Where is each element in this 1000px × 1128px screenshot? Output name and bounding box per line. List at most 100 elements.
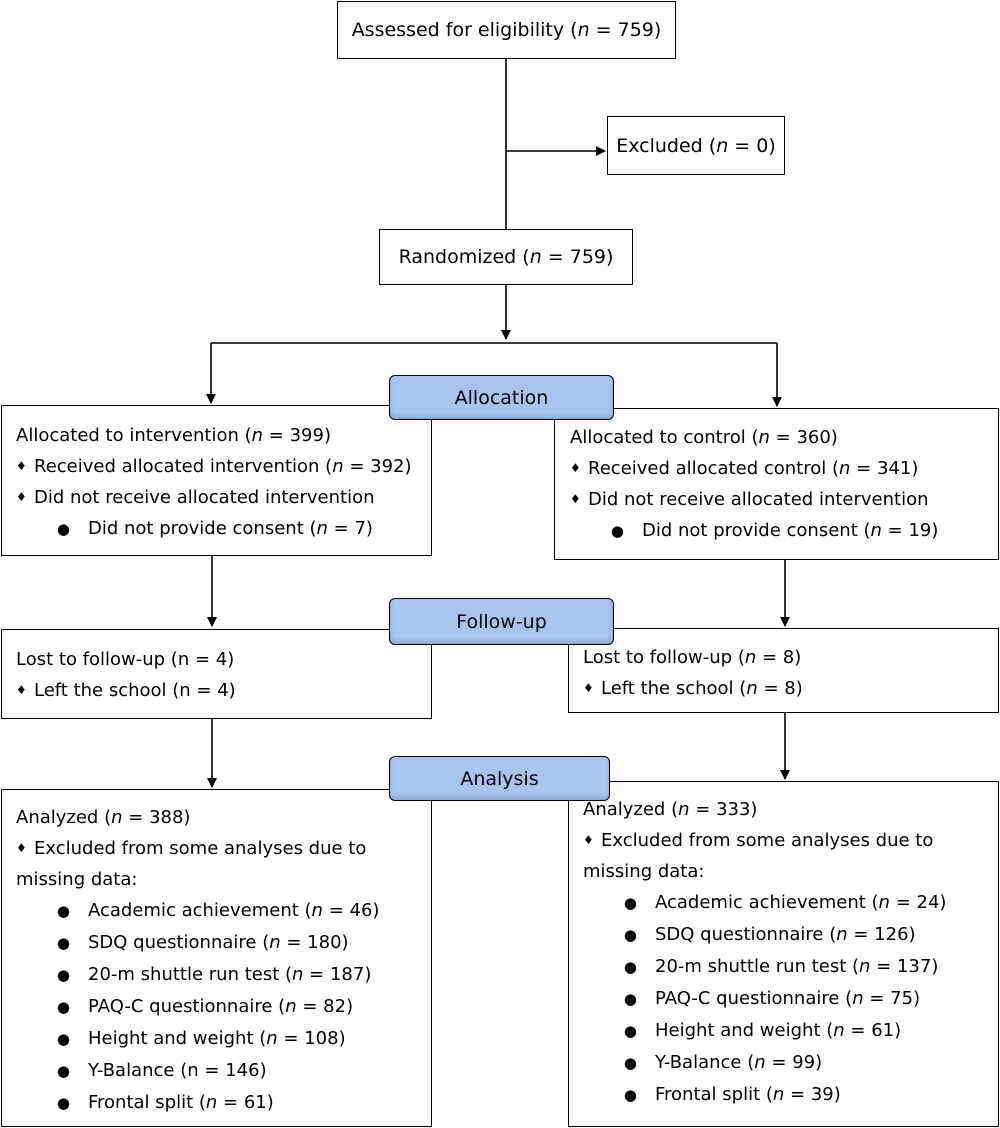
control-analysis-box [568, 781, 999, 1127]
control-analysis-text: Analyzed (n = 333) ♦Excluded from some a… [583, 794, 946, 1111]
control-left-line: ♦Left the school (n = 8) [583, 673, 803, 704]
diamond-bullet-icon: ♦ [570, 492, 581, 506]
missing-data-count: 75 [890, 988, 914, 1009]
control-followup-text: Lost to follow-up (n = 8) ♦Left the scho… [583, 642, 803, 704]
intervention-followup-box [1, 629, 432, 719]
intervention-left-line: ♦Left the school (n = 4) [16, 675, 236, 706]
diamond-bullet-icon: ♦ [583, 833, 594, 847]
missing-data-count: 61 [871, 1020, 895, 1041]
missing-data-item: ●Y-Balance (n = 99) [583, 1047, 946, 1079]
missing-data-count: 46 [349, 900, 373, 921]
control-followup-box [568, 628, 999, 713]
missing-data-label: 20-m shuttle run test [655, 956, 847, 977]
intervention-allocated-line: Allocated to intervention (n = 399) [16, 425, 331, 446]
missing-data-item: ●Frontal split (n = 61) [16, 1087, 379, 1119]
dot-bullet-icon: ● [56, 520, 70, 538]
intervention-analysis-text: Analyzed (n = 388) ♦Excluded from some a… [16, 802, 379, 1119]
missing-data-count: 126 [874, 924, 909, 945]
missing-data-count: 24 [916, 892, 940, 913]
missing-data-item: ●SDQ questionnaire (n = 180) [16, 927, 379, 959]
diamond-bullet-icon: ♦ [16, 683, 27, 697]
missing-data-label: PAQ-C questionnaire [655, 988, 840, 1009]
missing-data-count: 82 [323, 996, 347, 1017]
missing-data-item: ●20-m shuttle run test (n = 187) [16, 959, 379, 991]
dot-bullet-icon: ● [610, 522, 624, 540]
diamond-bullet-icon: ♦ [16, 459, 27, 473]
intervention-excluded-line: ♦Excluded from some analyses due to [16, 833, 379, 864]
assessed-label: Assessed for eligibility (n = 759) [351, 19, 662, 41]
stage-follow-up-label: Follow-up [456, 610, 547, 633]
control-excluded-line-2: missing data: [583, 861, 705, 882]
dot-bullet-icon: ● [56, 902, 70, 920]
control-allocation-text: Allocated to control (n = 360) ♦Received… [570, 422, 938, 547]
diamond-bullet-icon: ♦ [570, 461, 581, 475]
dot-bullet-icon: ● [623, 1054, 637, 1072]
control-received-line: ♦Received allocated control (n = 341) [570, 453, 938, 484]
missing-data-count: 180 [307, 932, 342, 953]
intervention-missing-list: ●Academic achievement (n = 46)●SDQ quest… [16, 895, 380, 1119]
stage-follow-up: Follow-up [389, 598, 614, 645]
missing-data-item: ●Academic achievement (n = 46) [16, 895, 380, 927]
missing-data-count: 99 [792, 1052, 816, 1073]
intervention-followup-text: Lost to follow-up (n = 4) ♦Left the scho… [16, 644, 236, 706]
intervention-allocation-box [1, 405, 432, 556]
missing-data-item: ●Height and weight (n = 61) [583, 1015, 946, 1047]
missing-data-item: ●Frontal split (n = 39) [583, 1079, 946, 1111]
missing-data-label: Height and weight [655, 1020, 821, 1041]
intervention-excluded-line-2: missing data: [16, 869, 138, 890]
dot-bullet-icon: ● [623, 990, 637, 1008]
intervention-received-line: ♦Received allocated intervention (n = 39… [16, 451, 412, 482]
control-not-received-line: ♦Did not receive allocated intervention [570, 484, 938, 515]
control-lost-line: Lost to follow-up (n = 8) [583, 647, 802, 668]
intervention-analysis-box [1, 789, 432, 1127]
missing-data-label: Frontal split [88, 1092, 194, 1113]
randomized-box: Randomized (n = 759) [379, 229, 633, 285]
missing-data-count: 146 [225, 1060, 260, 1081]
excluded-box: Excluded (n = 0) [607, 116, 785, 175]
missing-data-label: Y-Balance [655, 1052, 742, 1073]
missing-data-item: ●SDQ questionnaire (n = 126) [583, 919, 946, 951]
dot-bullet-icon: ● [56, 998, 70, 1016]
missing-data-label: 20-m shuttle run test [88, 964, 280, 985]
missing-data-label: PAQ-C questionnaire [88, 996, 273, 1017]
missing-data-count: 187 [329, 964, 365, 985]
control-no-consent-line: ●Did not provide consent (n = 19) [570, 515, 939, 547]
missing-data-count: 108 [304, 1028, 339, 1049]
missing-data-count: 39 [810, 1084, 834, 1105]
missing-data-label: Academic achievement [88, 900, 299, 921]
dot-bullet-icon: ● [56, 934, 70, 952]
control-excluded-line: ♦Excluded from some analyses due to [583, 825, 946, 856]
control-missing-list: ●Academic achievement (n = 24)●SDQ quest… [583, 887, 947, 1111]
control-analyzed-line: Analyzed (n = 333) [583, 799, 758, 820]
control-allocated-line: Allocated to control (n = 360) [570, 427, 838, 448]
dot-bullet-icon: ● [623, 894, 637, 912]
missing-data-item: ●Y-Balance (n = 146) [16, 1055, 379, 1087]
dot-bullet-icon: ● [623, 958, 637, 976]
stage-allocation: Allocation [389, 375, 614, 420]
diamond-bullet-icon: ♦ [16, 490, 27, 504]
dot-bullet-icon: ● [56, 1062, 70, 1080]
randomized-label: Randomized (n = 759) [398, 246, 614, 268]
intervention-no-consent-line: ●Did not provide consent (n = 7) [16, 513, 412, 545]
diamond-bullet-icon: ♦ [583, 681, 594, 695]
missing-data-count: 137 [896, 956, 932, 977]
missing-data-item: ●Academic achievement (n = 24) [583, 887, 947, 919]
dot-bullet-icon: ● [56, 1094, 70, 1112]
control-allocation-box [554, 408, 999, 560]
intervention-not-received-line: ♦Did not receive allocated intervention [16, 482, 412, 513]
missing-data-label: SDQ questionnaire [655, 924, 824, 945]
dot-bullet-icon: ● [56, 1030, 70, 1048]
missing-data-item: ●PAQ-C questionnaire (n = 75) [583, 983, 946, 1015]
stage-analysis: Analysis [389, 756, 610, 801]
diamond-bullet-icon: ♦ [16, 841, 27, 855]
missing-data-item: ●Height and weight (n = 108) [16, 1023, 379, 1055]
intervention-lost-line: Lost to follow-up (n = 4) [16, 649, 235, 670]
missing-data-label: SDQ questionnaire [88, 932, 257, 953]
missing-data-count: 61 [243, 1092, 267, 1113]
dot-bullet-icon: ● [623, 1086, 637, 1104]
missing-data-label: Y-Balance [88, 1060, 175, 1081]
dot-bullet-icon: ● [623, 1022, 637, 1040]
dot-bullet-icon: ● [623, 926, 637, 944]
stage-analysis-label: Analysis [460, 767, 539, 790]
